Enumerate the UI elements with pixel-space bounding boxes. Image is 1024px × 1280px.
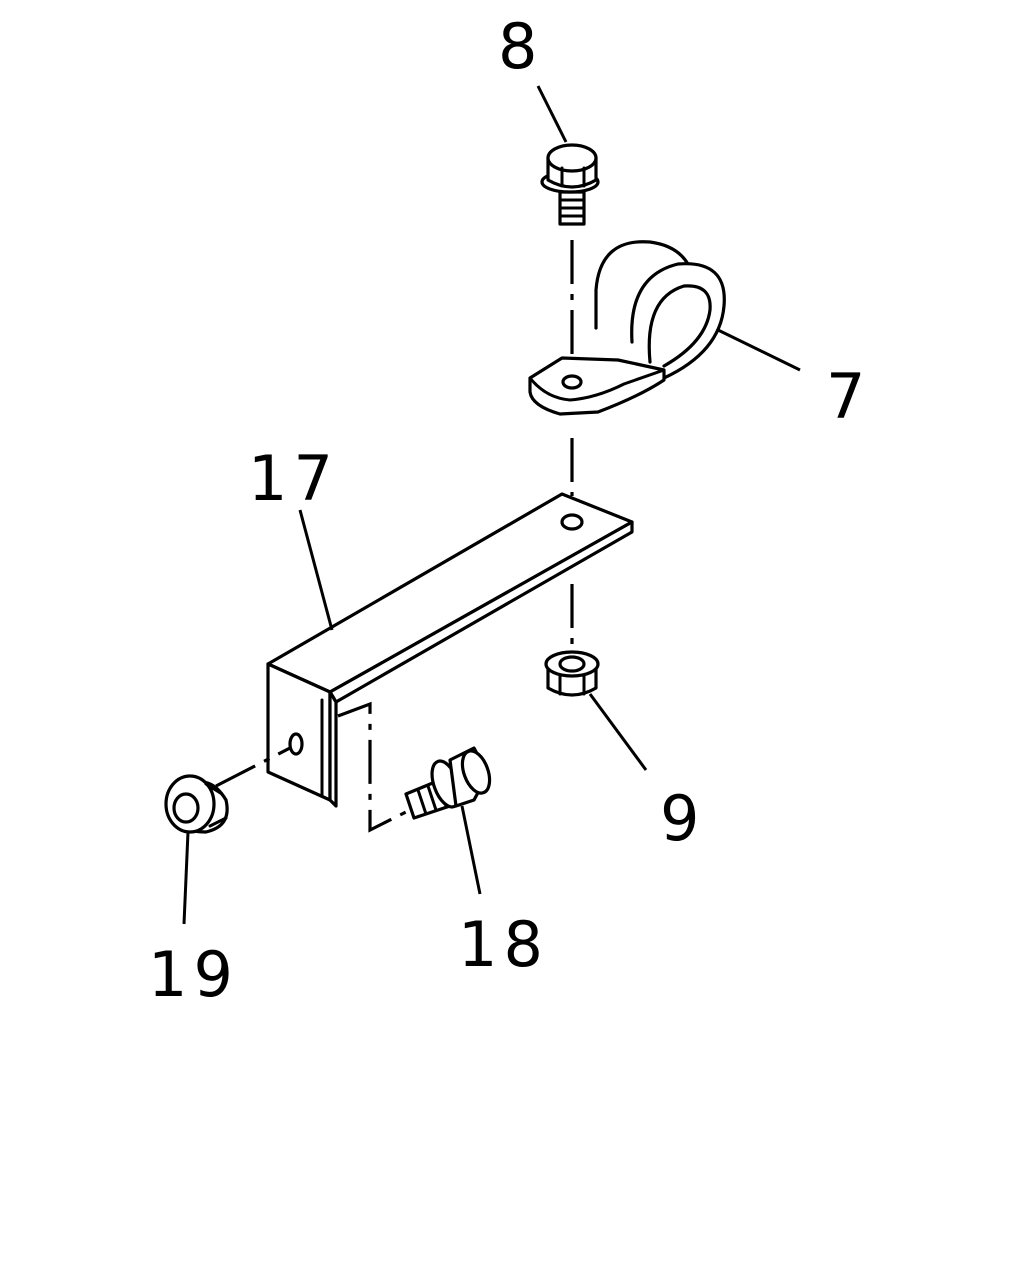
assembly-axis-nut-19	[215, 746, 291, 788]
callout-19: 19	[148, 938, 239, 1011]
part-9-flange-nut	[544, 650, 600, 697]
callout-9: 9	[660, 782, 705, 855]
callout-8: 8	[498, 10, 543, 83]
part-7-p-clamp	[528, 240, 726, 416]
part-18-flange-bolt	[404, 746, 492, 820]
callout-18: 18	[458, 908, 549, 981]
assembly-axis-bolt-18	[337, 701, 407, 833]
leader-7	[717, 328, 801, 372]
leader-18	[460, 805, 482, 895]
callout-17: 17	[248, 442, 339, 515]
leader-19	[182, 831, 190, 925]
leader-17	[298, 509, 334, 631]
leader-9	[588, 693, 648, 771]
leader-8	[536, 85, 568, 143]
part-8-flange-bolt	[540, 143, 600, 226]
part-19-flange-nut	[164, 774, 229, 834]
part-17-bracket	[266, 492, 634, 808]
callout-7: 7	[826, 360, 871, 433]
